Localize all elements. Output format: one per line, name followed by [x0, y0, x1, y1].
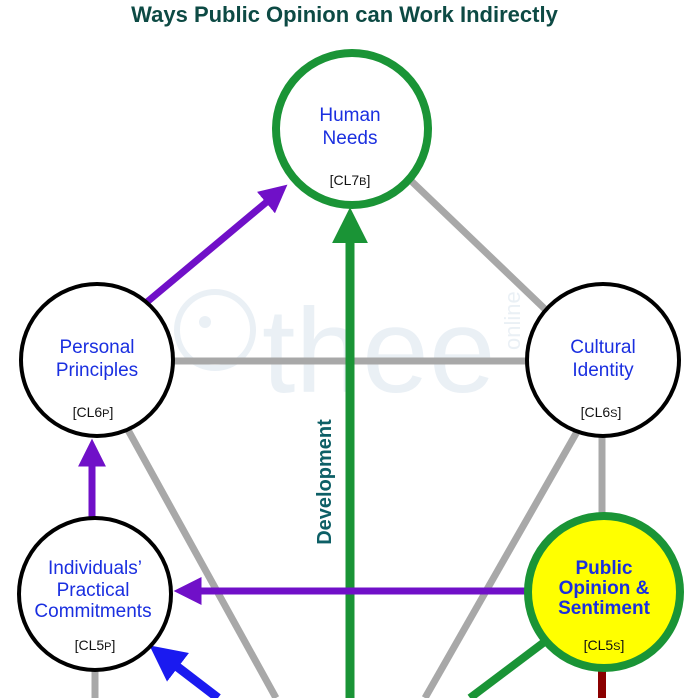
node-public-opinion: Public Opinion & Sentiment [CL5S] [524, 512, 684, 672]
edge-principles-bottom [124, 428, 280, 698]
node-code: [CL5S] [584, 637, 625, 653]
node-code: [CL6P] [73, 404, 114, 420]
edge-opinion-green [467, 636, 550, 698]
node-cultural-identity: Cultural Identity [CL6S] [525, 282, 681, 438]
node-label: Public [575, 558, 632, 579]
node-label: Commitments [34, 601, 151, 622]
node-code: [CL7B] [330, 172, 371, 188]
node-personal-principles: Personal Principles [CL6P] [19, 282, 175, 438]
node-label: Personal [60, 337, 135, 358]
node-label: Identity [572, 360, 634, 381]
edge-needs-identity [402, 172, 551, 315]
watermark: thee online [174, 284, 525, 418]
node-label: Opinion & [559, 578, 650, 599]
watermark-small-text: online [500, 291, 525, 350]
node-label: Sentiment [558, 598, 651, 619]
diagram-title: Ways Public Opinion can Work Indirectly [131, 2, 558, 27]
node-label: Practical [57, 580, 130, 601]
edge-label-development: Development [314, 419, 336, 545]
node-label: Cultural [570, 337, 635, 358]
edge-identity-bottom [421, 428, 582, 698]
arrow-blue-to-commitments [149, 645, 221, 698]
node-label: Principles [56, 360, 138, 381]
node-code: [CL6S] [581, 404, 622, 420]
arrow-principles-to-needs [144, 184, 288, 305]
node-human-needs: Human Needs [CL7B] [272, 49, 432, 209]
node-practical-commitments: Individuals’ Practical Commitments [CL5P… [17, 516, 173, 672]
node-label: Individuals’ [48, 558, 142, 579]
node-label: Needs [323, 128, 378, 149]
node-code: [CL5P] [75, 637, 116, 653]
watermark-text: thee [262, 284, 496, 418]
node-label: Human [319, 105, 380, 126]
